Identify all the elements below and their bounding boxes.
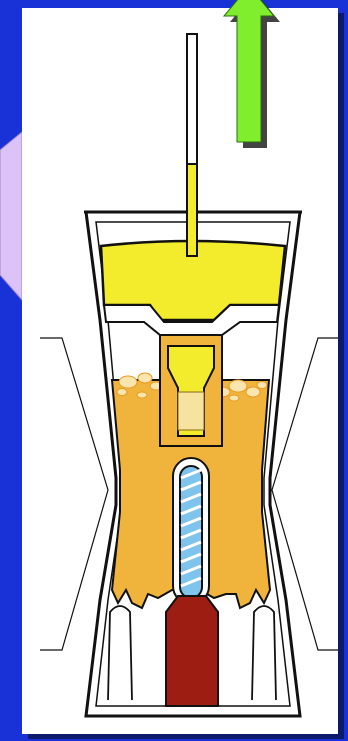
collector-cavity bbox=[178, 392, 204, 430]
outlet-tube-upper bbox=[187, 34, 197, 166]
dark-red-plug bbox=[166, 596, 218, 706]
left-pillar bbox=[108, 606, 132, 700]
outlet-tube-lower bbox=[187, 164, 197, 256]
lavender-corner-shape bbox=[0, 132, 22, 300]
right-pillar bbox=[252, 606, 276, 700]
